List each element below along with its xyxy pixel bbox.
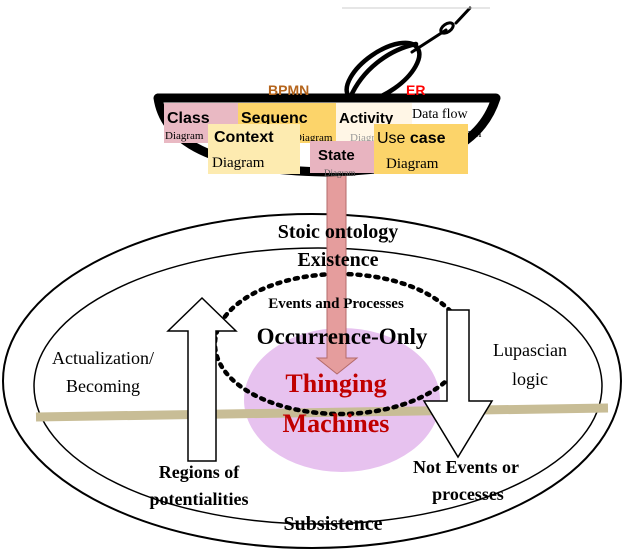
class-card-sub: Diagram (165, 130, 204, 142)
right-label-line2: logic (512, 369, 548, 389)
state-card-sub: Diagram (324, 168, 356, 178)
activity-card-title: Activity (339, 110, 394, 127)
context-card-title: Context (214, 129, 274, 146)
not-events-line1: Not Events or (413, 457, 519, 477)
subsistence-label: Subsistence (284, 513, 383, 535)
context-card: Context Diagram (208, 124, 300, 174)
title-line1: Stoic ontology (278, 221, 399, 243)
center-line2: Machines (283, 409, 390, 438)
regions-line1: Regions of (159, 462, 241, 482)
inner-ellipse (33, 247, 603, 525)
data-flow-card-title: Data flow (412, 107, 468, 122)
title-line2: Existence (297, 249, 378, 271)
use-case-card: Use case Diagram (374, 124, 468, 174)
outer-ellipse (2, 213, 622, 549)
occurrence-label: Occurrence-Only (257, 324, 428, 349)
state-card: State Diagram (310, 141, 374, 178)
bpmn-label: BPMN (268, 82, 309, 98)
context-card-sub: Diagram (212, 155, 265, 171)
use-case-card-title-b: case (410, 130, 446, 147)
sequence-card-title: Sequenc (241, 110, 308, 127)
class-card-title: Class (167, 110, 210, 127)
regions-line2: potentialities (150, 489, 249, 509)
not-events-line2: processes (432, 484, 504, 504)
up-arrow (166, 296, 238, 462)
state-card-title: State (318, 147, 355, 164)
use-case-card-sub: Diagram (386, 156, 439, 172)
left-label-line2: Becoming (66, 376, 140, 396)
right-label-line1: Lupascian (493, 340, 567, 360)
center-blob (244, 328, 440, 472)
down-arrow (422, 309, 494, 459)
use-case-card-title-a: Use (377, 130, 410, 147)
funnel-arrow (315, 169, 359, 375)
center-line1: Thinging (285, 369, 386, 398)
events-label: Events and Processes (268, 296, 404, 312)
svg-text:Use case: Use case (377, 130, 446, 147)
left-label-line1: Actualization/ (52, 348, 154, 368)
er-label: ER (406, 82, 425, 98)
